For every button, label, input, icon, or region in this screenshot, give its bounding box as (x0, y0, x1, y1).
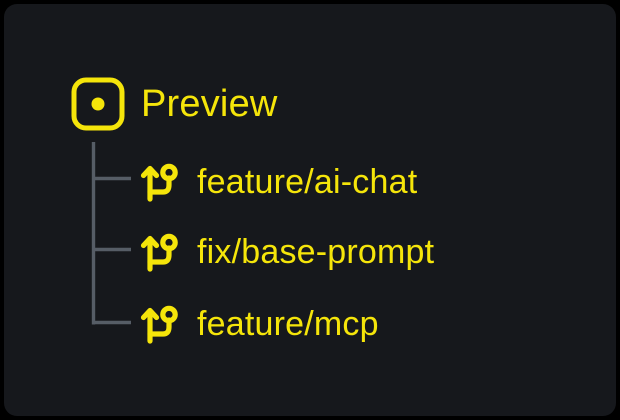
git-branch-icon (140, 305, 178, 344)
branch-label: feature/ai-chat (197, 163, 418, 201)
preview-header-row[interactable]: Preview (70, 70, 278, 138)
git-branch-icon (140, 163, 178, 202)
preview-panel: Preview feature/ai-chat fix/base-prompt (4, 4, 616, 416)
branch-item-feature-ai-chat[interactable]: feature/ai-chat (137, 156, 417, 208)
git-branch-icon (140, 233, 178, 272)
preview-square-dot-icon (71, 77, 125, 131)
branch-label: fix/base-prompt (197, 233, 435, 271)
page-title: Preview (141, 83, 278, 125)
branch-item-fix-base-prompt[interactable]: fix/base-prompt (137, 226, 434, 278)
branch-label: feature/mcp (197, 305, 379, 343)
tree-connector-lines (91, 142, 131, 325)
branch-item-feature-mcp[interactable]: feature/mcp (137, 298, 379, 350)
